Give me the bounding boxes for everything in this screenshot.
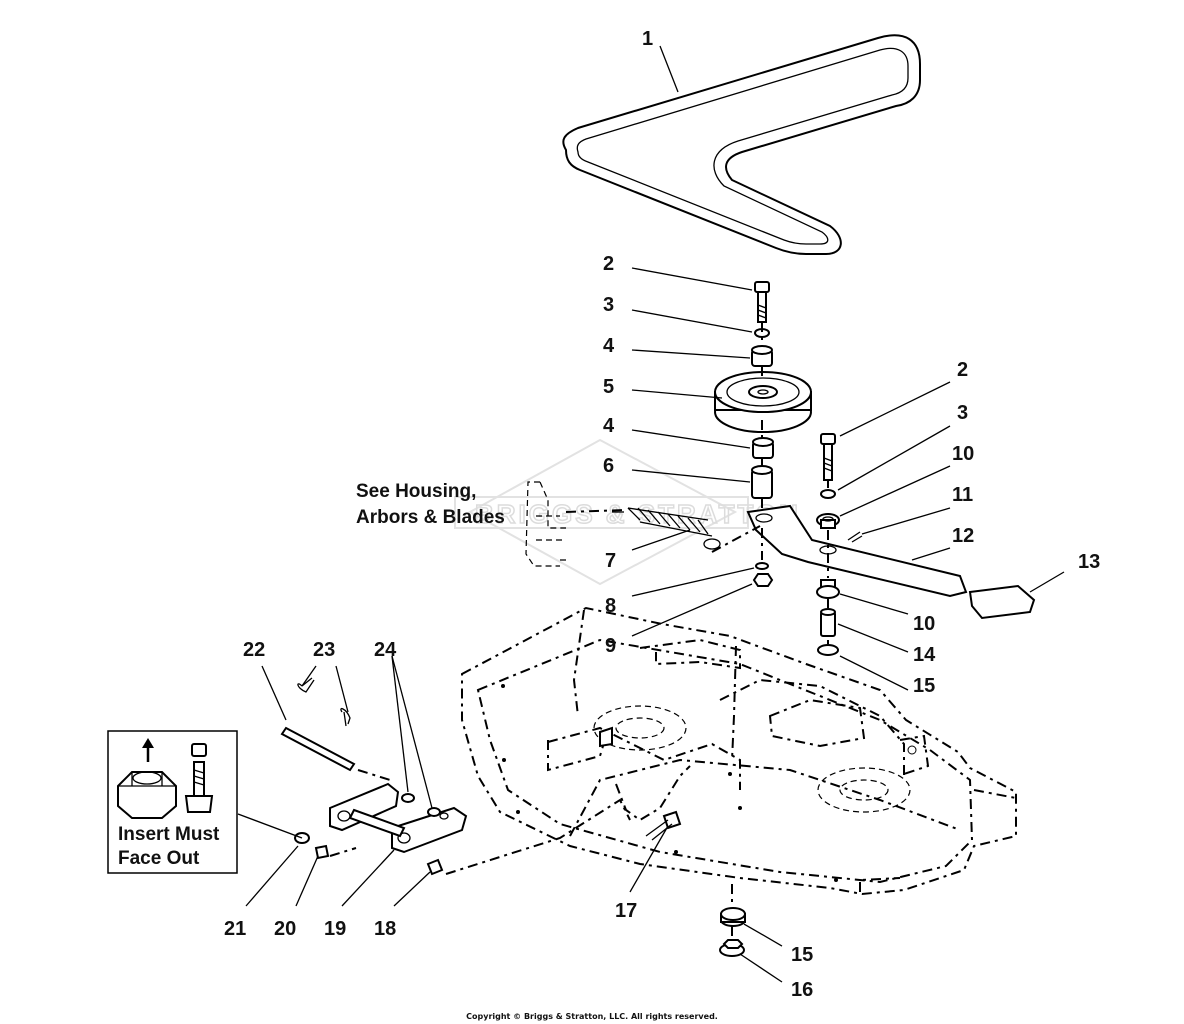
- bolt-right: [820, 433, 836, 481]
- mower-deck-housing: [461, 606, 1017, 896]
- callout-6: 6: [603, 455, 614, 477]
- callout-20: 20: [274, 918, 296, 940]
- callout-12: 12: [952, 525, 974, 547]
- callout-2: 2: [957, 359, 968, 381]
- callout-8: 8: [605, 595, 616, 617]
- lock-washer: [755, 562, 769, 570]
- inset-note-line1: Insert Must: [118, 824, 220, 845]
- inset-panel: Insert Must Face Out: [107, 730, 238, 874]
- callout-13: 13: [1078, 551, 1100, 573]
- callout-4: 4: [603, 335, 615, 357]
- watermark-text: BRIGGS & STRATTON: [475, 499, 801, 529]
- copyright-notice: Copyright © Briggs & Stratton, LLC. All …: [466, 1012, 718, 1021]
- housing-reference-bracket: [525, 481, 566, 567]
- flange-bushing-lower: [816, 579, 840, 599]
- spacer: [751, 465, 773, 499]
- pin: [280, 726, 356, 772]
- see-housing-note-line2: Arbors & Blades: [356, 507, 505, 528]
- callout-18: 18: [374, 918, 396, 940]
- idler-arm: [746, 504, 968, 598]
- anti-scalp-bracket: [280, 677, 631, 876]
- bolt-upper: [754, 281, 770, 323]
- bushing-lower: [752, 437, 774, 459]
- callout-labels: 1 2 3 4 5 4 6 7 8 9 2 3 10 11 12 13 10 1…: [224, 28, 1100, 1001]
- washer-15-upper: [817, 644, 839, 656]
- callout-10: 10: [952, 443, 974, 465]
- callout-21: 21: [224, 918, 246, 940]
- callout-17: 17: [615, 900, 637, 922]
- callout-3: 3: [957, 402, 968, 424]
- see-housing-note-line1: See Housing,: [356, 481, 476, 502]
- callout-5: 5: [603, 376, 614, 398]
- washer-right: [820, 489, 836, 499]
- brand-watermark: BRIGGS & STRATTON: [454, 438, 801, 586]
- assembly-line-spring: [565, 509, 761, 553]
- callout-3: 3: [603, 294, 614, 316]
- deck-bolt: [645, 810, 682, 841]
- callout-9: 9: [605, 635, 616, 657]
- callout-7: 7: [605, 550, 616, 572]
- callout-1: 1: [642, 28, 653, 50]
- callout-22: 22: [243, 639, 265, 661]
- sleeve: [820, 608, 836, 637]
- callout-24: 24: [374, 639, 397, 661]
- bushing-upper: [751, 345, 773, 367]
- leader-lines: [237, 45, 1065, 983]
- flange-nut: [719, 939, 745, 957]
- callout-15: 15: [913, 675, 935, 697]
- flange-bushing-upper: [816, 513, 840, 529]
- callout-10: 10: [913, 613, 935, 635]
- callout-15: 15: [791, 944, 813, 966]
- callout-11: 11: [952, 484, 973, 506]
- drive-belt: [562, 34, 921, 255]
- tension-spring: [612, 507, 721, 550]
- callout-23: 23: [313, 639, 335, 661]
- grease-fitting: [847, 531, 863, 543]
- callout-4: 4: [603, 415, 615, 437]
- callout-19: 19: [324, 918, 346, 940]
- idler-pulley: [714, 371, 812, 433]
- washer-15-lower: [720, 907, 746, 927]
- hex-nut: [752, 573, 774, 587]
- callout-16: 16: [791, 979, 813, 1001]
- callout-14: 14: [913, 644, 936, 666]
- callout-2: 2: [603, 253, 614, 275]
- inset-note-line2: Face Out: [118, 848, 200, 869]
- handle-grip: [968, 584, 1036, 620]
